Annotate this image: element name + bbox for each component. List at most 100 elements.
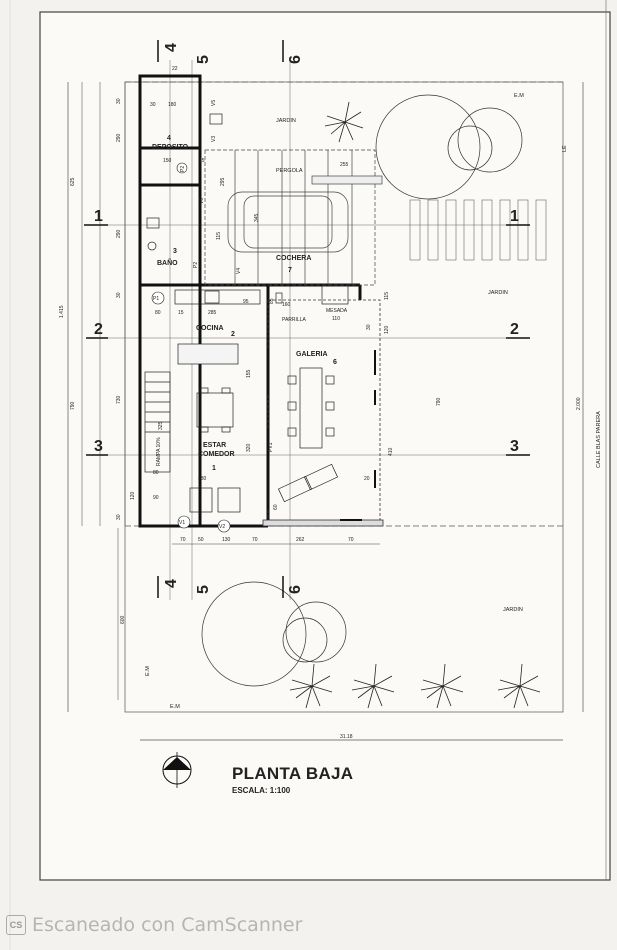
dim-255: 255: [340, 162, 349, 168]
dim-20: 20: [364, 476, 370, 482]
axis-5-bottom: 5: [195, 585, 212, 594]
dim-115-c: 115: [216, 232, 222, 240]
dim-295: 295: [220, 177, 226, 186]
dim-85: 85: [269, 298, 275, 304]
dim-70-1: 70: [180, 537, 186, 543]
plan-scale: ESCALA: 1:100: [232, 786, 291, 795]
dim-60: 60: [273, 504, 279, 510]
dim-625: 625: [70, 177, 76, 186]
label-street: CALLE BLAS PARERA: [596, 411, 602, 468]
room-comedor-label: COMEDOR: [198, 451, 235, 458]
north-arrow-icon: [162, 752, 192, 788]
dim-790-r: 790: [436, 397, 442, 406]
opening-v2: V2: [219, 524, 225, 530]
dim-600: 600: [120, 615, 126, 624]
opening-v1: V1: [179, 520, 185, 526]
axis-6-top: 6: [287, 55, 304, 64]
opening-pv1: PV1: [268, 442, 274, 452]
furniture: [144, 113, 349, 513]
axis-4-bottom: 4: [163, 579, 180, 588]
dim-30-top: 30: [150, 102, 156, 108]
dim-30-b: 30: [116, 292, 122, 298]
opening-v5: V5: [211, 100, 217, 106]
room-deposito-num: 4: [167, 135, 171, 142]
paving-stripes: [409, 199, 547, 261]
axis-3-right: 3: [510, 438, 519, 455]
opening-p2: P2: [180, 166, 186, 172]
label-rampa: RAMPA 10%: [156, 437, 162, 466]
axis-5-top: 5: [195, 55, 212, 64]
dim-1415: 1.415: [59, 305, 65, 318]
dim-325: 325: [158, 421, 164, 430]
dim-3118: 31.18: [340, 734, 353, 740]
dim-90: 90: [153, 495, 159, 501]
axis-6-bottom: 6: [287, 585, 304, 594]
opening-v6: V6: [199, 198, 205, 204]
openings-markers: [267, 348, 376, 521]
dim-290-v: 290: [116, 133, 122, 142]
dim-22: 22: [172, 66, 178, 72]
label-em-top: E.M: [514, 93, 524, 99]
room-cocina-label: COCINA: [196, 325, 224, 332]
room-cochera-label: COCHERA: [276, 255, 311, 262]
label-parrilla: PARRILLA: [282, 317, 306, 323]
opening-v4: V4: [236, 268, 242, 274]
room-estar-num: 1: [212, 465, 216, 472]
label-mesada: MESADA: [326, 308, 348, 314]
room-cocina-num: 2: [231, 331, 235, 338]
dim-345: 345: [254, 213, 260, 222]
dim-15: 15: [199, 158, 205, 164]
dim-262: 262: [296, 537, 305, 543]
dim-285: 285: [208, 310, 217, 316]
opening-p2-bano: P2: [193, 262, 199, 268]
plan-title: PLANTA BAJA: [232, 764, 353, 783]
room-bano-num: 3: [173, 248, 177, 255]
label-jardin-top: JARDIN: [276, 118, 296, 124]
scanner-watermark: CS Escaneado con CamScanner: [6, 914, 302, 936]
label-pergola: PERGOLA: [276, 168, 303, 174]
dim-15-k: 15: [178, 310, 184, 316]
dim-790-l: 790: [70, 401, 76, 410]
label-jardin-right: JARDIN: [488, 290, 508, 296]
dim-95: 95: [243, 299, 249, 305]
axis-markers: [84, 40, 530, 598]
dim-30-l: 30: [116, 514, 122, 520]
tree-canopies: [201, 94, 523, 687]
dim-120-r: 120: [384, 325, 390, 334]
dim-155: 155: [246, 369, 252, 378]
room-bano-label: BAÑO: [157, 258, 178, 267]
room-deposito-label: DEPOSITO: [152, 144, 189, 151]
camscanner-icon: CS: [6, 915, 26, 935]
dim-130: 130: [222, 537, 231, 543]
dim-290-b: 290: [116, 229, 122, 238]
label-le: LE: [562, 145, 568, 152]
label-jardin-bottom: JARDIN: [503, 607, 523, 613]
dimension-lines-left: [81, 82, 126, 700]
opening-p1: P1: [153, 296, 159, 302]
room-galeria-num: 6: [333, 359, 337, 366]
dim-30-r: 30: [366, 324, 372, 330]
galeria-outline: [262, 299, 384, 527]
dim-80: 80: [155, 310, 161, 316]
shrubs: [289, 101, 541, 709]
dim-115: 115: [384, 292, 390, 300]
axis-4-top: 4: [163, 43, 180, 52]
axis-3-left: 3: [94, 438, 103, 455]
dim-160: 160: [282, 302, 291, 308]
dim-70-2: 70: [252, 537, 258, 543]
dim-70-3: 70: [348, 537, 354, 543]
axis-1-right: 1: [510, 208, 519, 225]
axis-1-left: 1: [94, 208, 103, 225]
dim-380: 380: [198, 476, 207, 482]
dim-410: 410: [388, 447, 394, 456]
opening-tag-circles: [151, 162, 231, 533]
opening-v3: V3: [211, 136, 217, 142]
label-em-left: E.M: [145, 666, 151, 676]
dim-80-b: 80: [153, 470, 159, 476]
dim-150: 150: [163, 158, 172, 164]
axis-2-left: 2: [94, 321, 103, 338]
room-galeria-label: GALERIA: [296, 351, 328, 358]
dim-120-l: 120: [130, 491, 136, 500]
dim-320: 320: [246, 443, 252, 452]
